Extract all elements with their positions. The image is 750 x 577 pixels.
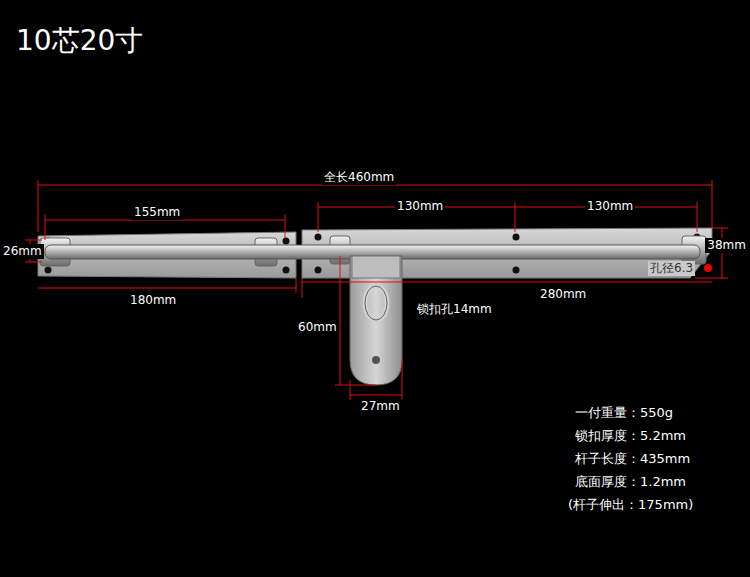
- dimension-label: 180mm: [128, 293, 178, 308]
- spec-note: (杆子伸出：175mm): [566, 497, 695, 512]
- dimension-label: 锁扣孔14mm: [415, 302, 494, 317]
- spec-note: 锁扣厚度：5.2mm: [573, 428, 688, 443]
- dimension-label: 26mm: [1, 244, 44, 259]
- dimension-label: 130mm: [395, 199, 445, 214]
- spec-note: 杆子长度：435mm: [573, 451, 692, 466]
- dimension-label: 27mm: [359, 399, 402, 414]
- dimension-label: 60mm: [296, 320, 339, 335]
- dimension-label: 孔径6.3: [648, 261, 695, 276]
- dimension-label: 38mm: [705, 238, 748, 253]
- dimension-label: 全长460mm: [322, 170, 396, 185]
- dimension-label: 155mm: [132, 205, 182, 220]
- spec-note: 一付重量：550g: [573, 405, 675, 420]
- spec-note: 底面厚度：1.2mm: [573, 474, 688, 489]
- title: 10芯20寸: [16, 24, 143, 58]
- dimension-label: 280mm: [538, 287, 588, 302]
- dimension-label: 130mm: [585, 199, 635, 214]
